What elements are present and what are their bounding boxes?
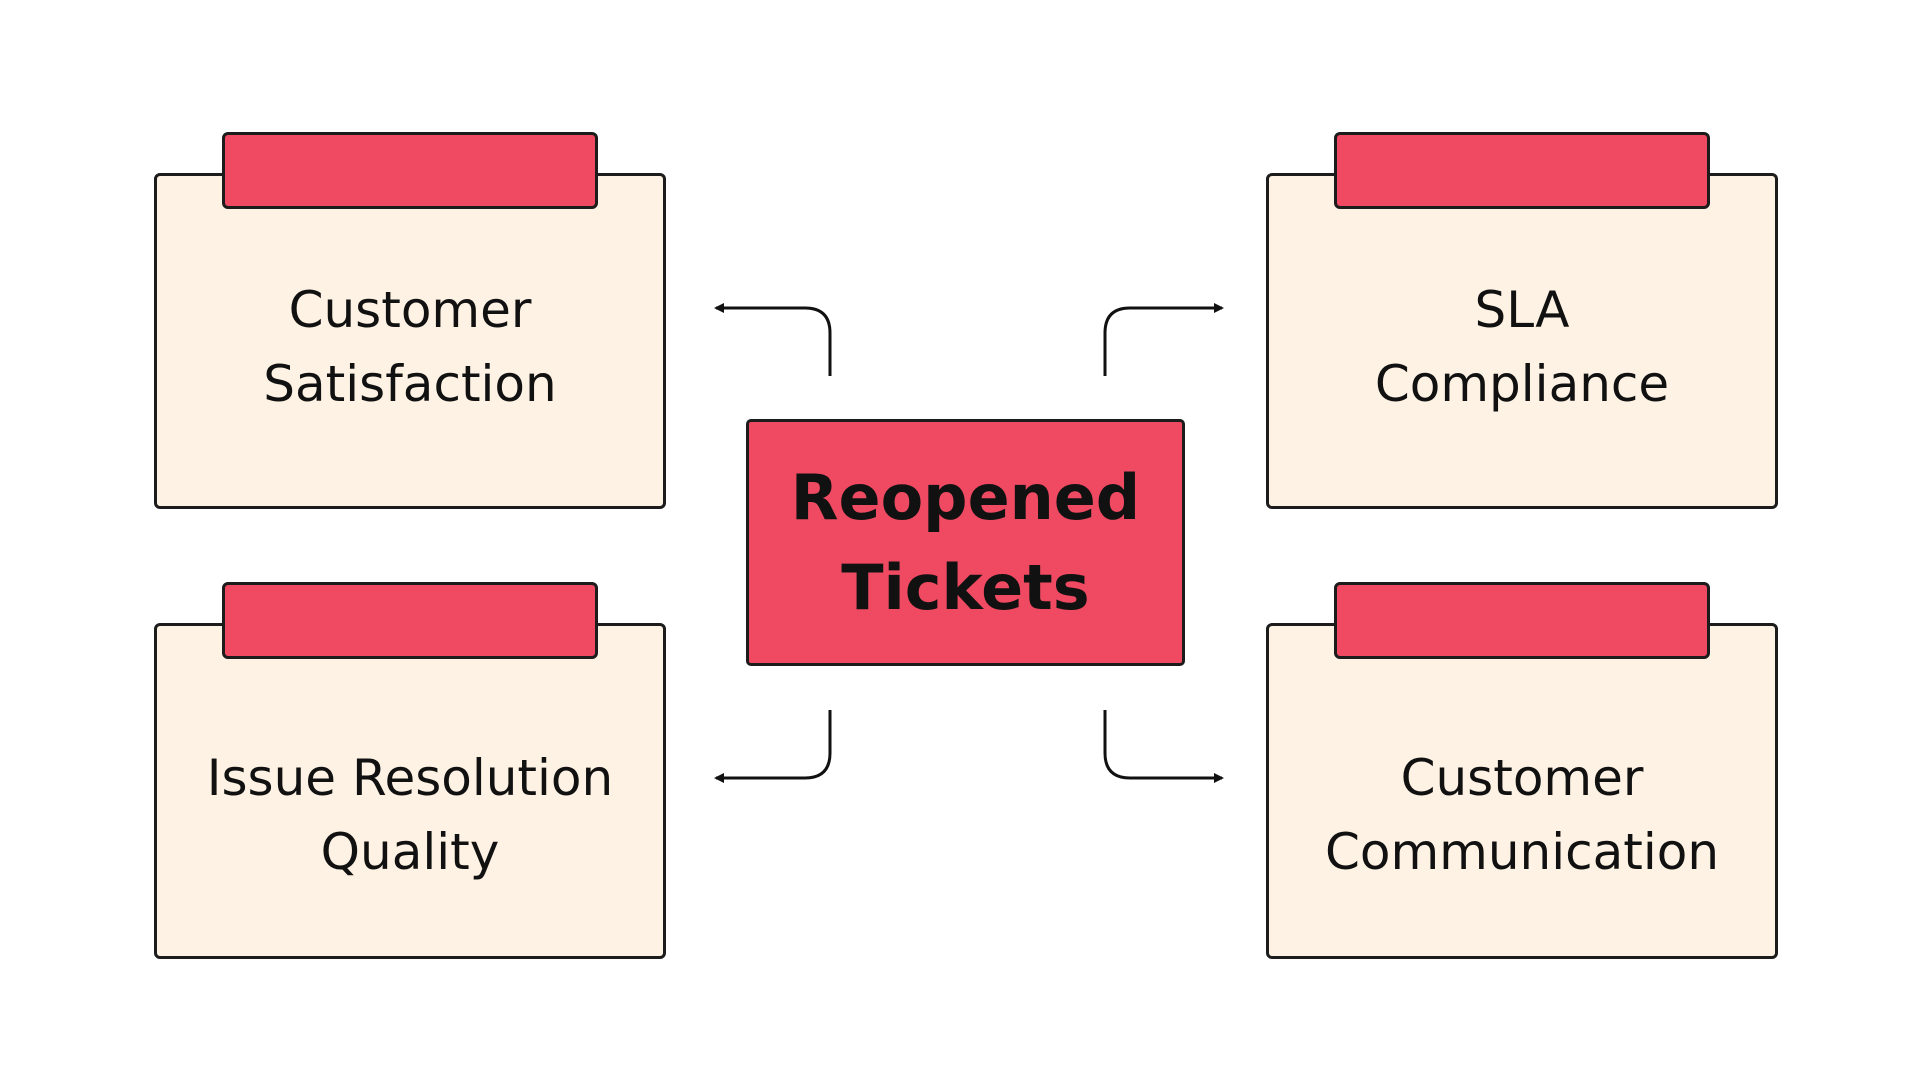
card-customer-communication: Customer Communication <box>1266 623 1778 959</box>
card-tab <box>222 132 598 209</box>
card-label: Issue Resolution Quality <box>206 749 614 881</box>
card-label: Customer Communication <box>1324 749 1720 881</box>
card-label: Customer Satisfaction <box>263 281 557 413</box>
card-tab <box>222 582 598 659</box>
arrow-to-sla-compliance <box>1103 303 1224 376</box>
card-issue-resolution-quality: Issue Resolution Quality <box>154 623 666 959</box>
card-sla-compliance: SLA Compliance <box>1266 173 1778 509</box>
arrow-to-customer-communication <box>1103 710 1224 783</box>
card-tab <box>1334 582 1710 659</box>
card-customer-satisfaction: Customer Satisfaction <box>154 173 666 509</box>
card-tab <box>1334 132 1710 209</box>
card-label: SLA Compliance <box>1374 281 1670 413</box>
arrow-to-customer-satisfaction <box>714 303 832 376</box>
arrow-to-issue-resolution-quality <box>714 710 832 783</box>
center-node-reopened-tickets: Reopened Tickets <box>746 419 1185 666</box>
center-label: Reopened Tickets <box>790 460 1141 624</box>
